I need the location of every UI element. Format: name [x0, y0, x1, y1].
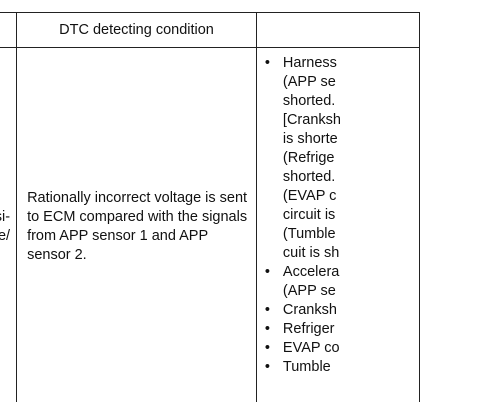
cause-line: Cranksh	[282, 302, 337, 318]
cause-line: (EVAP c	[282, 188, 337, 204]
cause-line: Accelera	[282, 264, 340, 280]
cause-line: (APP se	[282, 74, 336, 90]
bullet: •	[264, 55, 270, 71]
cause-line: (Tumble	[282, 226, 336, 242]
cause-line: Tumble	[282, 359, 331, 375]
cause-line: EVAP co	[282, 340, 340, 356]
trouble-name-line: ange/	[0, 228, 11, 244]
header-possible-cause	[255, 12, 421, 48]
cause-line: Harness	[282, 55, 337, 71]
list-item: • Tumble	[263, 358, 419, 377]
bullet: •	[264, 321, 270, 337]
header-detecting-condition: DTC detecting condition	[16, 12, 257, 48]
list-item: • Accelera (APP se	[263, 263, 419, 301]
cause-line: [Cranksh	[282, 112, 341, 128]
possible-cause-cell: • Harness (APP se shorted. [Cranksh is s…	[255, 47, 421, 402]
table-header-row: name DTC detecting condition	[0, 12, 421, 48]
cause-line: circuit is	[282, 207, 336, 223]
trouble-name-cell: posi- ange/	[0, 47, 18, 402]
list-item: • Cranksh	[263, 301, 419, 320]
bullet: •	[264, 302, 270, 318]
list-item: • EVAP co	[263, 339, 419, 358]
cause-line: Refriger	[282, 321, 335, 337]
list-item: • Refriger	[263, 320, 419, 339]
table-row: posi- ange/ Rationally incorrect voltage…	[0, 47, 421, 402]
cause-line: is shorte	[282, 131, 338, 147]
detecting-condition-cell: Rationally incorrect voltage is sent to …	[16, 47, 257, 402]
cause-line: (Refrige	[282, 150, 335, 166]
trouble-name-line: posi-	[0, 209, 11, 225]
cause-line: shorted.	[282, 169, 336, 185]
dtc-table: name DTC detecting condition posi- ange/…	[0, 12, 421, 402]
possible-cause-list: • Harness (APP se shorted. [Cranksh is s…	[263, 54, 419, 377]
bullet: •	[264, 359, 270, 375]
trouble-name-text: posi- ange/	[0, 208, 10, 246]
bullet: •	[264, 264, 270, 280]
cause-line: (APP se	[282, 283, 336, 299]
detecting-condition-text: Rationally incorrect voltage is sent to …	[27, 190, 248, 263]
bullet: •	[264, 340, 270, 356]
cause-line: cuit is sh	[282, 245, 340, 261]
cause-line: shorted.	[282, 93, 336, 109]
header-trouble-name: name	[0, 12, 18, 48]
list-item: • Harness (APP se shorted. [Cranksh is s…	[263, 54, 419, 263]
